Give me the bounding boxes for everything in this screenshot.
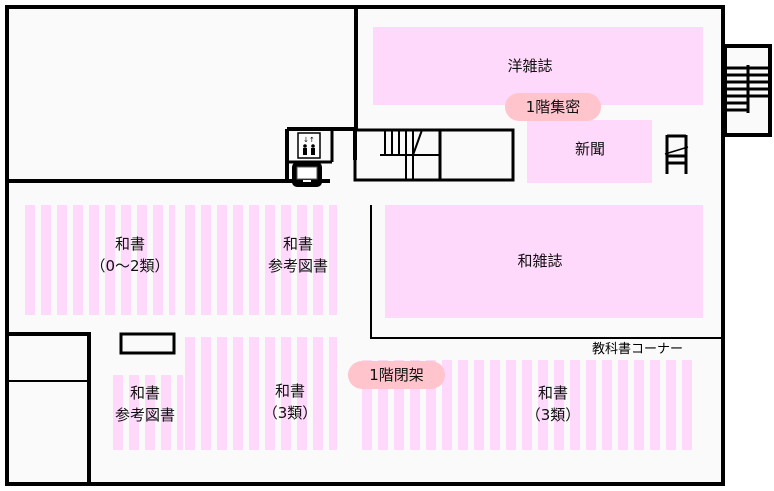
label-line: 和書 xyxy=(129,384,161,402)
label-japanese-books-3-right: 和書 （3類） xyxy=(526,382,581,426)
label-reference-upper: 和書 参考図書 xyxy=(268,233,328,277)
label-line: 和書 xyxy=(274,382,306,400)
label-newspapers: 新聞 xyxy=(574,140,606,158)
label-line: 和書 xyxy=(114,235,145,253)
label-japanese-magazines: 和雑誌 xyxy=(517,252,563,270)
label-line: 和書 xyxy=(537,384,569,402)
label-line: 参考図書 xyxy=(267,257,329,275)
badge-closed-stacks: 1階閉架 xyxy=(348,361,445,389)
zone-newspapers[interactable] xyxy=(527,120,652,183)
zone-western-magazines[interactable] xyxy=(373,27,703,105)
badge-compact-stacks: 1階集密 xyxy=(505,93,601,121)
label-line: 和書 xyxy=(282,235,314,253)
elevator-icon: ↓↑ xyxy=(297,132,321,159)
label-line: （3類） xyxy=(262,404,318,422)
shelves-reference-upper[interactable] xyxy=(185,205,337,315)
computer-terminal-icon xyxy=(292,162,322,187)
small-stairs-icon xyxy=(664,134,689,174)
shelves-3-left[interactable] xyxy=(185,337,337,450)
label-japanese-books-0-2: 和書 （0〜2類） xyxy=(90,233,169,277)
label-western-magazines: 洋雑誌 xyxy=(507,57,553,75)
shelves-reference-lower[interactable] xyxy=(113,375,183,450)
label-reference-lower: 和書 参考図書 xyxy=(115,382,175,426)
label-textbook-corner: 教科書コーナー xyxy=(592,342,684,357)
label-line: （3類） xyxy=(525,406,581,424)
shelves-japanese-books-0-2[interactable] xyxy=(25,205,175,315)
svg-text:↓↑: ↓↑ xyxy=(303,136,315,144)
stairs-icon xyxy=(727,65,768,113)
label-line: （0〜2類） xyxy=(90,257,170,275)
zone-japanese-magazines[interactable] xyxy=(385,205,703,318)
label-japanese-books-3-left: 和書 （3類） xyxy=(263,380,318,424)
label-line: 参考図書 xyxy=(114,406,176,424)
